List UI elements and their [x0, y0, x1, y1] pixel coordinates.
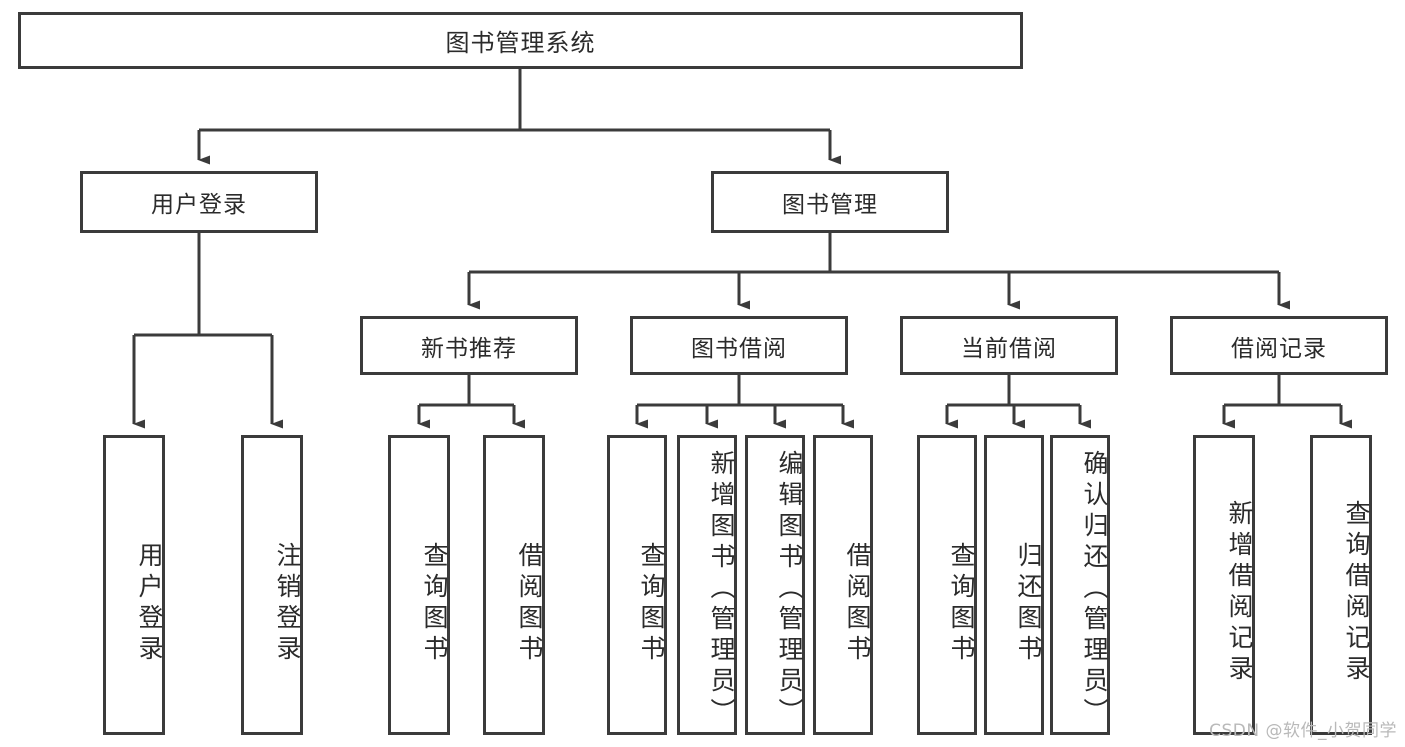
node-label: 新增借阅记录 [1225, 500, 1254, 686]
node-label: 注销登录 [273, 542, 302, 666]
node-leaf-query-book-3[interactable]: 查询图书 [917, 435, 977, 735]
node-label: 确认归还（管理员） [1080, 449, 1109, 729]
node-leaf-user-login[interactable]: 用户登录 [103, 435, 165, 735]
node-book-borrow[interactable]: 图书借阅 [630, 316, 848, 375]
node-leaf-confirm-return[interactable]: 确认归还（管理员） [1050, 435, 1110, 735]
node-borrow-record[interactable]: 借阅记录 [1170, 316, 1388, 375]
connector-group-current-borrow [945, 375, 1091, 429]
connector-group-borrow-record [1222, 375, 1352, 429]
node-leaf-add-book[interactable]: 新增图书（管理员） [677, 435, 737, 735]
connector-group-user-login [132, 233, 283, 429]
node-leaf-borrow-book-2[interactable]: 借阅图书 [813, 435, 873, 735]
node-label: 查询图书 [947, 542, 976, 666]
node-new-book-recommend[interactable]: 新书推荐 [360, 316, 578, 375]
node-label: 借阅图书 [515, 542, 544, 666]
node-label: 借阅记录 [1231, 335, 1327, 362]
node-current-borrow[interactable]: 当前借阅 [900, 316, 1118, 375]
connector-group-new-book-recommend [417, 375, 525, 429]
node-label: 查询图书 [637, 542, 666, 666]
node-root-system[interactable]: 图书管理系统 [18, 12, 1023, 69]
node-label: 当前借阅 [961, 335, 1057, 362]
node-label: 查询图书 [420, 542, 449, 666]
connector-group-root [197, 69, 841, 165]
node-leaf-query-book-2[interactable]: 查询图书 [607, 435, 667, 735]
node-leaf-query-book-1[interactable]: 查询图书 [388, 435, 450, 735]
node-leaf-query-record[interactable]: 查询借阅记录 [1310, 435, 1372, 735]
node-user-login[interactable]: 用户登录 [80, 171, 318, 233]
node-label: 借阅图书 [843, 542, 872, 666]
node-label: 新增图书（管理员） [707, 449, 736, 729]
node-label: 图书借阅 [691, 335, 787, 362]
node-label: 新书推荐 [421, 335, 517, 362]
connector-group-book-borrow [635, 375, 854, 429]
node-label: 用户登录 [135, 542, 164, 666]
node-leaf-add-record[interactable]: 新增借阅记录 [1193, 435, 1255, 735]
node-leaf-logout[interactable]: 注销登录 [241, 435, 303, 735]
connector-group-book-management [467, 233, 1290, 310]
node-label: 编辑图书（管理员） [775, 449, 804, 729]
node-label: 归还图书 [1014, 542, 1043, 666]
node-label: 用户登录 [151, 192, 247, 218]
node-label: 查询借阅记录 [1342, 500, 1371, 686]
node-book-management[interactable]: 图书管理 [711, 171, 949, 233]
node-label: 图书管理 [782, 192, 878, 218]
node-label: 图书管理系统 [445, 29, 596, 57]
node-leaf-borrow-book-1[interactable]: 借阅图书 [483, 435, 545, 735]
node-leaf-return-book[interactable]: 归还图书 [984, 435, 1044, 735]
node-leaf-edit-book[interactable]: 编辑图书（管理员） [745, 435, 805, 735]
